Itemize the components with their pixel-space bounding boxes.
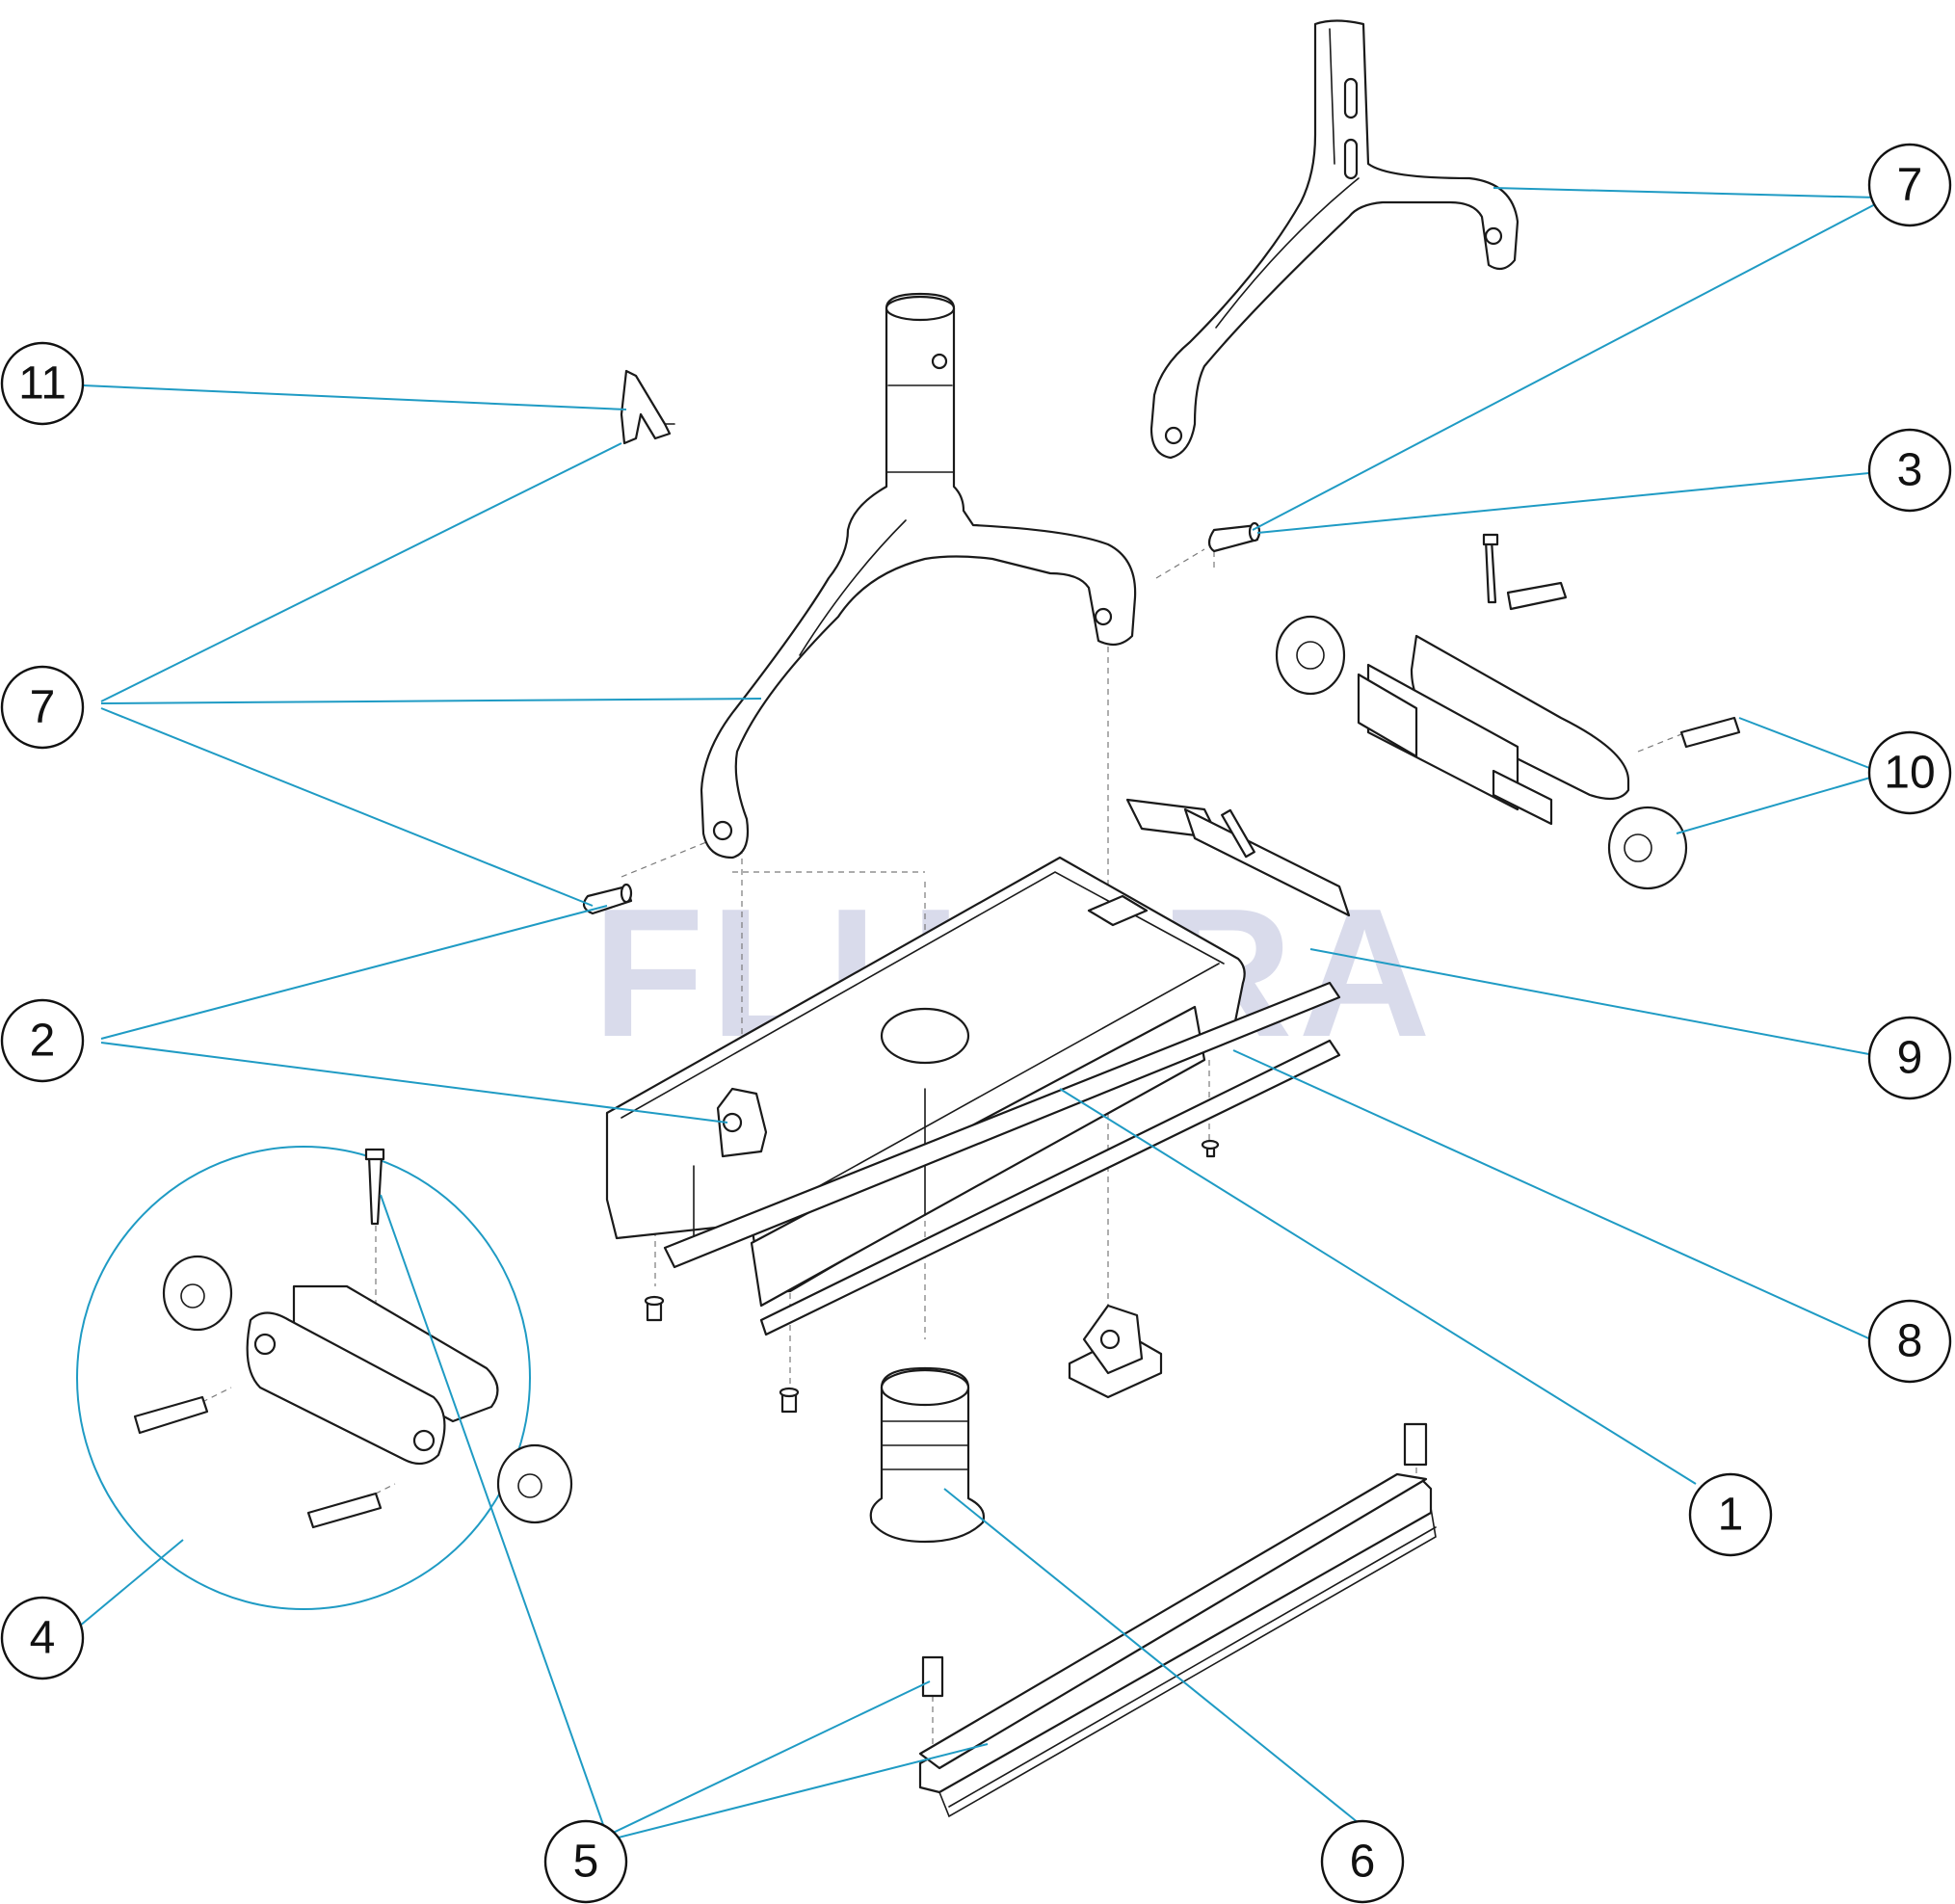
- handle-bracket-upper: [1149, 19, 1519, 460]
- callout-2: 2: [0, 998, 85, 1083]
- callout-5: 5: [543, 1819, 628, 1904]
- svg-text:9: 9: [1897, 1033, 1923, 1084]
- svg-text:10: 10: [1884, 748, 1935, 799]
- callout-9: 9: [1867, 1016, 1952, 1100]
- handle-bracket-main: [700, 292, 1137, 859]
- leader-lines: [78, 187, 1880, 1841]
- svg-text:7: 7: [30, 682, 56, 733]
- svg-text:8: 8: [1897, 1316, 1923, 1367]
- brush-bar: [918, 1422, 1437, 1818]
- callout-4: 4: [0, 1596, 85, 1680]
- side-rails: [663, 981, 1341, 1336]
- svg-text:4: 4: [30, 1613, 56, 1664]
- callout-7-upper: 7: [1867, 143, 1952, 227]
- screws: [644, 1139, 1220, 1414]
- callout-10: 10: [1867, 730, 1952, 815]
- svg-text:5: 5: [573, 1837, 599, 1888]
- callout-1: 1: [1688, 1472, 1773, 1557]
- clip-pin: [620, 369, 675, 445]
- rail-tubes: [1125, 798, 1351, 917]
- callout-11: 11: [0, 341, 85, 426]
- svg-text:11: 11: [18, 358, 66, 410]
- callout-3: 3: [1867, 428, 1952, 513]
- svg-text:6: 6: [1350, 1837, 1376, 1888]
- pivot-pin-left: [582, 883, 633, 915]
- detail-inset: [76, 1146, 573, 1610]
- callout-8: 8: [1867, 1299, 1952, 1384]
- pole-socket: [869, 1366, 986, 1544]
- bottom-bracket: [1068, 1304, 1163, 1399]
- svg-text:3: 3: [1897, 445, 1923, 496]
- svg-text:7: 7: [1897, 160, 1923, 211]
- wheel-assembly-right: [1275, 533, 1741, 890]
- pivot-pin-right: [1207, 521, 1261, 553]
- svg-text:2: 2: [30, 1016, 56, 1067]
- svg-text:1: 1: [1718, 1490, 1744, 1541]
- callout-6: 6: [1320, 1819, 1405, 1904]
- callout-7-left: 7: [0, 665, 85, 750]
